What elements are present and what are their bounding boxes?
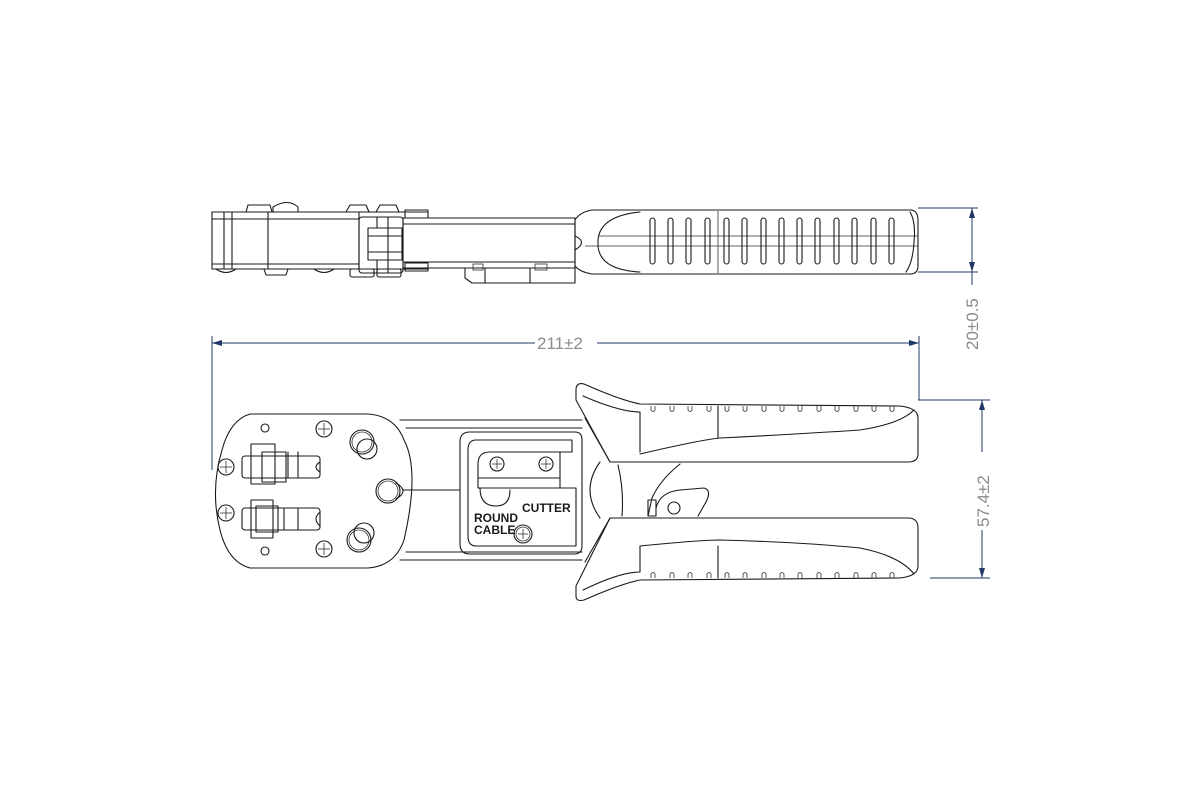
- lower-handle: [575, 517, 919, 602]
- grip-teeth-lower: [650, 572, 895, 578]
- upper-handle: [575, 383, 919, 463]
- ratchet-mechanism: [589, 461, 710, 519]
- round-label: ROUND: [474, 511, 518, 525]
- dimension-thickness: 20±0.5: [918, 207, 982, 350]
- grip-slots: [649, 217, 895, 265]
- grip-teeth-upper: [650, 406, 895, 412]
- span-label: 57.4±2: [974, 475, 993, 527]
- dimension-span: 57.4±2: [918, 399, 993, 579]
- length-label: 211±2: [537, 334, 583, 353]
- screw-icons: [217, 420, 333, 558]
- dimension-length: 211±2: [211, 334, 920, 470]
- front-view: CUTTER ROUND CABLE: [214, 383, 919, 602]
- crimp-die-lower: [241, 499, 321, 539]
- top-view: [211, 201, 919, 284]
- pivot-pins: [346, 429, 404, 553]
- cable-label: CABLE: [474, 523, 515, 537]
- thickness-label: 20±0.5: [963, 298, 982, 350]
- crimp-die-upper: [241, 443, 321, 485]
- cable-cutter: CUTTER ROUND CABLE: [459, 431, 583, 555]
- cutter-label: CUTTER: [522, 501, 571, 515]
